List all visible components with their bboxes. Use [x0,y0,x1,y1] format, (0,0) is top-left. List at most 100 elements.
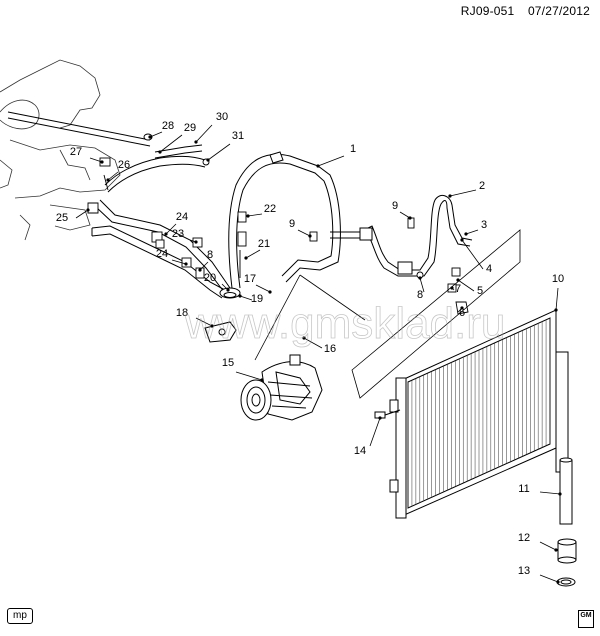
callout-26-leader [107,171,119,181]
gm-logo: GM [578,610,594,628]
callout-4-leader [461,239,484,270]
callout-5-leader [457,279,475,292]
callout-24b-leader-tip [184,262,188,266]
callout-24b-leader [171,259,187,265]
callout-25: 25 [56,212,68,224]
callout-8a: 8 [417,289,423,301]
callout-7-leader-tip [450,286,454,290]
small-fittings [87,157,210,279]
callout-10-leader-tip [554,308,558,312]
callout-9a-leader [399,211,411,219]
callout-18: 18 [176,307,188,319]
callout-10-leader [555,287,559,311]
callout-26-leader-tip [106,178,110,182]
callout-9b-leader [297,229,311,237]
callout-6: 6 [459,307,465,319]
callout-19-leader-tip [238,294,242,298]
callout-9a-leader-tip [408,216,412,220]
callout-23-leader-tip [194,240,198,244]
callout-14: 14 [354,445,366,457]
callout-5-leader-tip [456,278,460,282]
callout-20-leader-tip [226,288,230,292]
callout-22-leader-tip [246,214,250,218]
callout-28-leader [149,131,163,138]
callout-19: 19 [251,293,263,305]
condenser [389,309,569,519]
callout-15-leader-tip [260,378,264,382]
illustration-date: 07/27/2012 [527,4,590,18]
callout-13-leader [539,574,559,583]
callout-24a: 24 [176,211,188,223]
rod-assembly [7,111,153,147]
callout-8b-leader [199,261,209,271]
callout-21-leader [245,249,261,259]
callout-14-leader [369,417,381,447]
callout-2-leader [449,189,477,197]
callout-28-leader-tip [148,135,152,139]
callout-8a-leader-tip [418,276,422,280]
callout-31-leader [207,143,231,161]
compressor [240,354,323,421]
callout-12-leader [539,541,557,551]
callout-19-leader [239,295,253,301]
callout-10: 10 [552,273,564,285]
callout-30-leader-tip [194,140,198,144]
callout-18-leader [195,317,213,327]
callout-16-leader-tip [302,336,306,340]
liquid-line [330,194,473,277]
callout-9b: 9 [289,218,295,230]
callout-18-leader-tip [210,324,214,328]
callout-11-leader [539,491,561,495]
callout-25-leader [75,209,89,219]
callout-16-leader [303,337,323,349]
callout-24a-leader [165,223,177,235]
callout-3-leader [465,229,479,235]
callout-29-leader [159,134,183,153]
callout-5: 5 [477,285,483,297]
callout-4: 4 [486,263,492,275]
callout-22-leader [247,213,263,217]
callout-14-leader-tip [378,416,382,420]
receiver-parts [556,457,577,587]
callout-20: 20 [204,272,216,284]
callout-17-leader [255,284,271,293]
callout-9a: 9 [392,200,398,212]
callout-21-leader-tip [244,256,248,260]
engine-outline [0,59,121,241]
right-fittings [237,211,469,315]
lower-left-lines [91,199,231,299]
callout-15: 15 [222,357,234,369]
callout-2-leader-tip [448,194,452,198]
callout-27-leader [89,157,103,163]
callout-labels: 1234567889910111213141516171819202122232… [56,111,564,577]
callout-24a-leader-tip [164,232,168,236]
callout-1: 1 [350,143,356,155]
callout-1-leader-tip [316,164,320,168]
callout-8b-leader-tip [198,268,202,272]
callout-21: 21 [258,238,270,250]
callout-26: 26 [118,159,130,171]
callout-31-leader-tip [206,158,210,162]
suction-hose [219,151,341,299]
callout-25-leader-tip [86,208,90,212]
callout-15-leader [235,371,263,381]
illustration-id: RJ09-051 [460,4,515,18]
callout-4-leader-tip [460,238,464,242]
callout-13: 13 [518,565,530,577]
callout-27: 27 [70,146,82,158]
callout-11: 11 [518,483,529,495]
callout-29-leader-tip [158,150,162,154]
callout-22: 22 [264,203,276,215]
callout-16: 16 [324,343,336,355]
mp-badge: mp [7,608,33,624]
callout-30-leader [195,124,213,143]
callout-23: 23 [172,228,184,240]
callout-27-leader-tip [100,160,104,164]
callout-7: 7 [455,283,461,295]
callout-8b: 8 [207,249,213,261]
callout-31: 31 [232,130,244,142]
diagram-header: RJ09-051 07/27/2012 [451,4,590,18]
callout-11-leader-tip [558,492,562,496]
leader-lines [75,124,562,584]
